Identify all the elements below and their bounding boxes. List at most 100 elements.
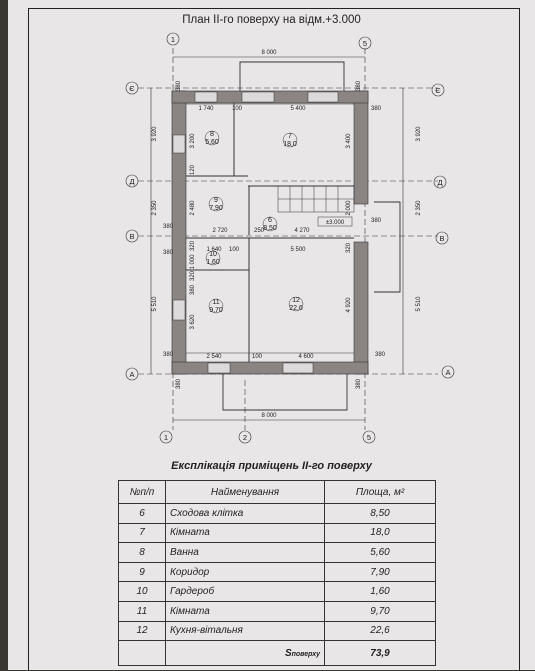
dim-320: 320 bbox=[190, 270, 196, 281]
dim-row1-100: 100 bbox=[232, 106, 243, 112]
wall-right-upper bbox=[353, 90, 369, 205]
table-row: 6 Сходова клітка 8,50 bbox=[118, 503, 436, 524]
axis-label-1-top: 1 bbox=[171, 35, 175, 44]
dim-2000: 2 000 bbox=[346, 200, 352, 216]
room-num-10: 10 bbox=[209, 251, 217, 258]
total-label-sub: поверху bbox=[291, 650, 320, 658]
dim-1000: 1 000 bbox=[190, 254, 196, 270]
dim-right-2350: 2 350 bbox=[416, 200, 422, 216]
axis-marker-5-top bbox=[358, 36, 372, 50]
room-area-11: 9,70 bbox=[209, 307, 223, 314]
dim-120: 120 bbox=[190, 164, 196, 175]
room-marker-6 bbox=[262, 216, 278, 232]
axis-label-E-right: Є bbox=[435, 86, 441, 95]
row-num: 9 bbox=[118, 561, 166, 583]
dim-5500: 5 500 bbox=[290, 247, 306, 253]
explication-title: Експлікація приміщень ІІ-го поверху bbox=[171, 460, 372, 472]
axis-label-A-right: А bbox=[445, 368, 450, 377]
axis-marker-5-bottom bbox=[362, 430, 376, 444]
axis-marker-D-right bbox=[433, 175, 447, 189]
row-name: Кімната bbox=[165, 600, 325, 622]
drawing-frame bbox=[28, 8, 520, 671]
row-num: 10 bbox=[118, 581, 166, 602]
dim-row1-380: 380 bbox=[371, 106, 382, 112]
row-num: 11 bbox=[118, 600, 166, 622]
table-header-row: №п/п Найменування Площа, м² bbox=[118, 480, 436, 504]
row-name: Кухня-вітальня bbox=[165, 620, 325, 642]
dim-row4-380b: 380 bbox=[375, 352, 386, 358]
dim-bottom-right-380: 380 bbox=[356, 378, 362, 389]
dim-2540: 2 540 bbox=[206, 354, 222, 360]
dim-top-overall: 8 000 bbox=[261, 50, 277, 56]
staircase bbox=[277, 185, 355, 213]
explication-table: №п/п Найменування Площа, м² 6 Сходова кл… bbox=[118, 480, 436, 667]
row-area: 9,70 bbox=[324, 600, 436, 622]
axis-marker-1-top bbox=[166, 32, 180, 46]
dim-5400: 5 400 bbox=[290, 106, 306, 112]
axis-marker-V-right bbox=[435, 231, 449, 245]
dim-4600: 4 600 bbox=[298, 354, 314, 360]
room-marker-11 bbox=[208, 298, 224, 314]
axis-label-V-right: В bbox=[439, 234, 444, 243]
row-name: Кімната bbox=[165, 522, 325, 544]
plan-title: План ІІ-го поверху на відм.+3.000 bbox=[182, 14, 361, 26]
dim-380-v: 380 bbox=[190, 284, 196, 295]
table-row: 12 Кухня-вітальня 22,6 bbox=[118, 620, 436, 642]
row-name: Ванна bbox=[165, 542, 325, 563]
table-row: 8 Ванна 5,60 bbox=[118, 542, 436, 563]
room-marker-10 bbox=[205, 250, 221, 266]
row-name: Гардероб bbox=[165, 581, 325, 602]
drawing-sheet: План ІІ-го поверху на відм.+3.000 bbox=[8, 0, 535, 671]
row-num: 8 bbox=[118, 542, 166, 563]
dim-bottom-left-380: 380 bbox=[176, 378, 182, 389]
dim-left-380-b: 380 bbox=[163, 250, 174, 256]
dim-2480: 2 480 bbox=[190, 200, 196, 216]
wall-bottom bbox=[171, 361, 369, 375]
table-row: 7 Кімната 18,0 bbox=[118, 522, 436, 544]
total-label: S bbox=[284, 647, 292, 659]
dim-elevation: ±3.000 bbox=[326, 220, 345, 226]
room-area-8: 5,60 bbox=[205, 139, 219, 146]
axis-label-1-bottom: 1 bbox=[164, 433, 168, 442]
axis-marker-A-right bbox=[441, 365, 455, 379]
room-area-7: 18,0 bbox=[283, 141, 297, 148]
dim-1640: 1 640 bbox=[206, 247, 222, 253]
dim-3200: 3 200 bbox=[190, 133, 196, 149]
dim-left-380-a: 380 bbox=[163, 224, 174, 230]
row-num: 7 bbox=[118, 522, 166, 544]
total-empty-cell bbox=[118, 640, 166, 667]
dim-row4-100: 100 bbox=[252, 354, 263, 360]
dim-right-320: 320 bbox=[346, 242, 352, 253]
axis-marker-E-right bbox=[431, 83, 445, 97]
table-row: 9 Коридор 7,90 bbox=[118, 561, 436, 583]
dim-top-right-380: 380 bbox=[356, 80, 362, 91]
dim-row4-380: 380 bbox=[163, 352, 174, 358]
axis-marker-E-left bbox=[125, 81, 139, 95]
room-num-11: 11 bbox=[212, 299, 219, 306]
dim-left-3920: 3 920 bbox=[152, 126, 158, 142]
table-row: 11 Кімната 9,70 bbox=[118, 600, 436, 622]
axis-label-5-bottom: 5 bbox=[367, 433, 371, 442]
dim-4920: 4 920 bbox=[346, 297, 352, 313]
room-area-10: 1,60 bbox=[206, 259, 220, 266]
row-area: 7,90 bbox=[324, 561, 436, 583]
room-num-8: 8 bbox=[210, 131, 214, 138]
row-area: 1,60 bbox=[324, 581, 436, 602]
header-area: Площа, м² bbox=[324, 480, 436, 504]
dim-row3-100: 100 bbox=[229, 247, 240, 253]
table-total-row: Sповерху 73,9 bbox=[118, 640, 436, 667]
dim-250: 250 bbox=[254, 228, 265, 234]
room-marker-12 bbox=[288, 296, 304, 312]
room-area-6: 8,50 bbox=[263, 225, 277, 232]
room-area-12: 22,6 bbox=[289, 305, 303, 312]
dim-right-380: 380 bbox=[371, 218, 382, 224]
row-area: 8,50 bbox=[324, 503, 436, 524]
dim-3620: 3 620 bbox=[190, 314, 196, 330]
row-area: 22,6 bbox=[324, 620, 436, 642]
dim-right-5510: 5 510 bbox=[416, 296, 422, 312]
header-num: №п/п bbox=[118, 480, 166, 504]
axis-label-D-left: Д bbox=[129, 177, 134, 186]
axis-marker-1-bottom bbox=[159, 430, 173, 444]
room-marker-8 bbox=[204, 130, 220, 146]
header-name: Найменування bbox=[165, 480, 325, 504]
